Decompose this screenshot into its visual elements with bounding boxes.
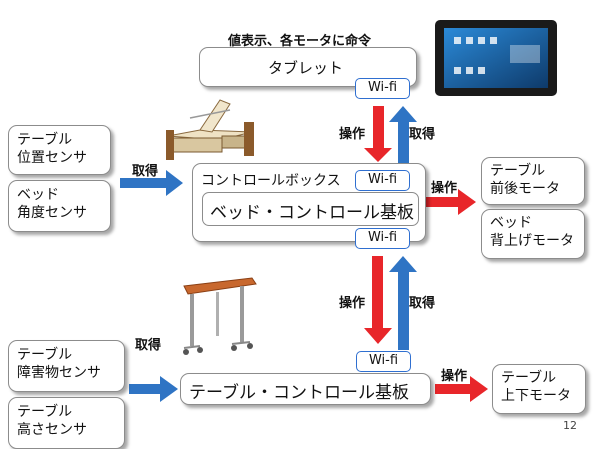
label-acquire-sensors-bottom: 取得 bbox=[135, 338, 162, 353]
actuator-bed-back-raise-line1: ベッド bbox=[490, 215, 532, 231]
sensor-table-height: テーブル 高さセンサ bbox=[8, 397, 125, 449]
red-arrow-tablet-to-controlbox bbox=[364, 106, 392, 162]
tablet-wifi-badge: Wi-fi bbox=[355, 78, 410, 99]
header-note: 値表示、各モータに命令 bbox=[228, 34, 372, 49]
blue-arrow-sensors-to-tableboard bbox=[129, 376, 178, 402]
tablet-device-picture bbox=[435, 20, 557, 96]
label-operate-box-to-motors: 操作 bbox=[431, 181, 458, 196]
table-control-board-label: テーブル・コントロール基板 bbox=[189, 383, 409, 403]
blue-arrow-tableboard-to-controlbox bbox=[389, 256, 417, 350]
actuator-table-up-down-motor: テーブル 上下モータ bbox=[492, 364, 586, 414]
sensor-table-height-line1: テーブル bbox=[17, 404, 73, 420]
blue-arrow-controlbox-to-tablet bbox=[389, 106, 417, 166]
controlbox-wifi-top: Wi-fi bbox=[355, 170, 410, 191]
actuator-table-front-back-motor: テーブル 前後モータ bbox=[481, 157, 585, 205]
actuator-table-up-down-line2: 上下モータ bbox=[501, 388, 571, 404]
sensor-bed-angle: ベッド 角度センサ bbox=[8, 180, 111, 232]
sensor-table-position-line2: 位置センサ bbox=[17, 150, 87, 166]
sensor-table-obstacle-line2: 障害物センサ bbox=[17, 365, 101, 381]
bed-control-board: ベッド・コントロール基板 bbox=[202, 192, 419, 226]
table-control-board: テーブル・コントロール基板 bbox=[180, 373, 431, 405]
blue-arrow-sensors-to-controlbox bbox=[120, 170, 183, 196]
label-operate-tableboard-to-motor: 操作 bbox=[441, 369, 468, 384]
red-arrow-controlbox-to-motors bbox=[424, 189, 476, 215]
page-number: 12 bbox=[563, 419, 577, 432]
bed-picture bbox=[166, 99, 254, 160]
controlbox-wifi-bottom: Wi-fi bbox=[355, 228, 410, 249]
tableboard-wifi-badge: Wi-fi bbox=[356, 351, 411, 372]
red-arrow-tableboard-to-motor bbox=[435, 376, 488, 402]
label-acquire-sensors-top: 取得 bbox=[132, 164, 159, 179]
sensor-bed-angle-line1: ベッド bbox=[17, 187, 59, 203]
label-acquire-tableboard-to-box: 取得 bbox=[409, 296, 436, 311]
sensor-bed-angle-line2: 角度センサ bbox=[17, 205, 87, 221]
actuator-table-front-back-line1: テーブル bbox=[490, 163, 546, 179]
actuator-bed-back-raise-line2: 背上げモータ bbox=[490, 233, 574, 249]
overbed-table-picture bbox=[183, 277, 257, 355]
actuator-table-up-down-line1: テーブル bbox=[501, 370, 557, 386]
sensor-table-position-line1: テーブル bbox=[17, 132, 73, 148]
actuator-table-front-back-line2: 前後モータ bbox=[490, 181, 560, 197]
label-operate-box-to-tableboard: 操作 bbox=[339, 296, 366, 311]
sensor-table-obstacle: テーブル 障害物センサ bbox=[8, 340, 125, 392]
control-box-title: コントロールボックス bbox=[201, 173, 341, 189]
red-arrow-controlbox-to-tableboard bbox=[364, 256, 392, 344]
tablet-label: タブレット bbox=[268, 59, 344, 77]
label-acquire-box-to-tablet: 取得 bbox=[409, 127, 436, 142]
sensor-table-position: テーブル 位置センサ bbox=[8, 125, 111, 175]
sensor-table-height-line2: 高さセンサ bbox=[17, 422, 87, 438]
actuator-bed-back-raise-motor: ベッド 背上げモータ bbox=[481, 209, 585, 259]
sensor-table-obstacle-line1: テーブル bbox=[17, 347, 73, 363]
label-operate-tablet-to-box: 操作 bbox=[339, 127, 366, 142]
bed-control-board-label: ベッド・コントロール基板 bbox=[210, 203, 414, 223]
